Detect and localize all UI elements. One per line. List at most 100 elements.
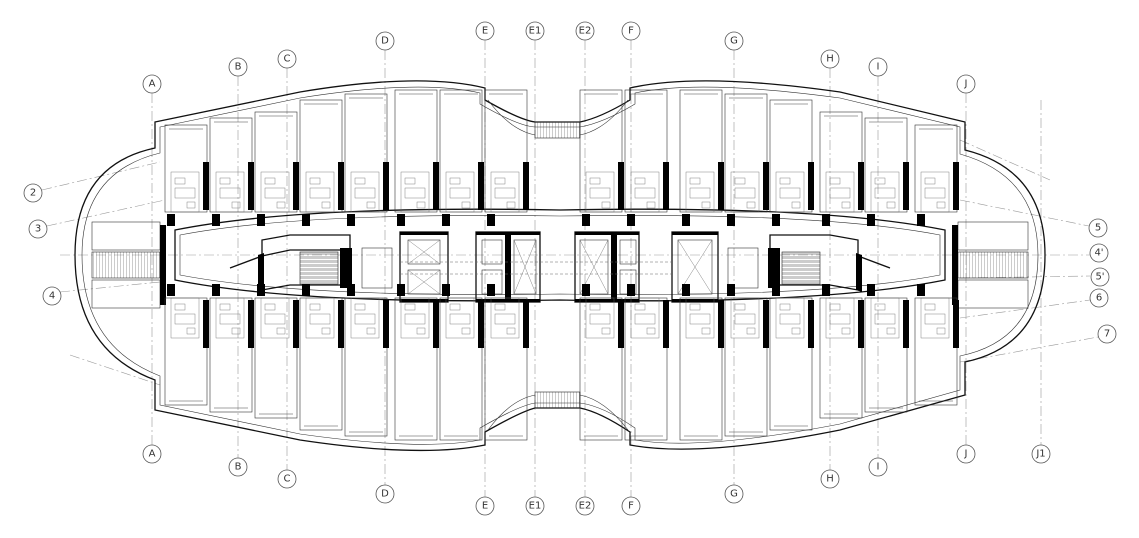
guest-room (394, 89, 439, 226)
grid-line-diag-ne (959, 139, 1051, 181)
stair-east (957, 251, 1029, 279)
guest-room (679, 284, 724, 441)
grid-axis-label: G (730, 36, 738, 47)
grid-axis-label: F (628, 26, 634, 37)
grid-axis-bubble: E2 (575, 21, 595, 41)
grid-line-3 (46, 199, 166, 227)
grid-axis-bubble: 7 (1097, 324, 1117, 344)
grid-line-5 (959, 199, 1090, 227)
grid-axis-bubble: E (475, 21, 495, 41)
guest-room (394, 284, 439, 441)
grid-axis-bubble: J1 (1031, 444, 1051, 464)
grid-axis-bubble: D (375, 484, 395, 504)
grid-axis-label: F (628, 501, 634, 512)
grid-line-diag-sw (69, 354, 161, 386)
grid-axis-label: 5' (1095, 272, 1104, 283)
grid-axis-bubble: A (142, 444, 162, 464)
grid-axis-lines (41, 40, 1099, 497)
grid-axis-bubble: B (228, 57, 248, 77)
grid-axis-bubble: F (621, 496, 641, 516)
guest-room (724, 93, 769, 226)
grid-axis-bubble: 5' (1090, 267, 1110, 287)
guest-room (209, 117, 254, 226)
grid-axis-bubble: I (868, 457, 888, 477)
grid-axis-label: I (877, 62, 880, 73)
guest-room (579, 284, 624, 441)
stair-right (781, 251, 821, 285)
grid-axis-label: D (381, 36, 389, 47)
guest-room (769, 284, 814, 431)
grid-axis-bubble: 4' (1089, 243, 1109, 263)
grid-axis-bubble: E1 (525, 496, 545, 516)
guest-room (344, 93, 389, 226)
guest-room (299, 284, 344, 431)
grid-line-4-left (59, 281, 161, 293)
building-core (229, 231, 891, 303)
grid-axis-bubble: E (475, 496, 495, 516)
grid-axis-label: E2 (579, 501, 592, 512)
guest-room (769, 99, 814, 226)
guest-room (254, 111, 299, 226)
end-stairs (91, 221, 1029, 309)
recess-arcs (487, 99, 629, 431)
central-corridor (174, 208, 946, 302)
guest-room (254, 284, 299, 419)
grid-axis-label: A (149, 449, 156, 460)
grid-axis-bubble: 4 (42, 286, 62, 306)
grid-axis-label: 5 (1095, 223, 1101, 234)
grid-axis-label: 2 (30, 188, 36, 199)
grid-axis-bubble: A (142, 74, 162, 94)
guest-room (299, 99, 344, 226)
guest-rooms (164, 89, 959, 441)
grid-axis-bubble: F (621, 21, 641, 41)
grid-axis-label: C (284, 54, 291, 65)
grid-axis-bubble: E2 (575, 496, 595, 516)
guest-room (624, 284, 669, 441)
grid-axis-label: I (877, 462, 880, 473)
grid-axis-bubble: B (228, 457, 248, 477)
grid-axis-bubble: J (956, 74, 976, 94)
grid-axis-bubble: 6 (1089, 288, 1109, 308)
grid-axis-label: A (149, 79, 156, 90)
grid-axis-label: 4' (1094, 248, 1103, 259)
guest-room (164, 124, 209, 226)
stair-west (91, 251, 161, 279)
grid-axis-label: E1 (529, 501, 542, 512)
guest-room (914, 124, 959, 226)
grid-axis-label: J (964, 449, 968, 460)
grid-axis-label: J1 (1035, 449, 1045, 460)
grid-axis-label: H (826, 474, 834, 485)
guest-room (439, 89, 484, 226)
grid-axis-label: 4 (49, 291, 55, 302)
grid-axis-bubble: H (820, 469, 840, 489)
grid-axis-label: G (730, 489, 738, 500)
grid-axis-label: D (381, 489, 389, 500)
guest-room (484, 284, 529, 441)
grid-axis-bubble: C (277, 469, 297, 489)
grid-axis-bubble: C (277, 49, 297, 69)
grid-axis-label: C (284, 474, 291, 485)
grid-axis-label: 7 (1104, 329, 1110, 340)
guest-room (819, 284, 864, 419)
guest-room (864, 117, 909, 226)
grid-axis-bubble: J (956, 444, 976, 464)
grid-axis-bubble: 3 (28, 219, 48, 239)
guest-room (579, 89, 624, 226)
guest-room (344, 284, 389, 437)
grid-axis-label: E (482, 501, 488, 512)
grid-axis-bubble: G (724, 484, 744, 504)
guest-room (679, 89, 724, 226)
grid-axis-bubble: H (820, 49, 840, 69)
guest-room (164, 284, 209, 406)
guest-room (484, 89, 529, 226)
stair-left (299, 251, 339, 285)
guest-room (819, 111, 864, 226)
grid-axis-label: J (964, 79, 968, 90)
grid-axis-label: 6 (1096, 293, 1102, 304)
guest-room (914, 284, 959, 406)
grid-axis-bubble: G (724, 31, 744, 51)
grid-axis-label: 3 (35, 224, 41, 235)
grid-axis-bubble: I (868, 57, 888, 77)
